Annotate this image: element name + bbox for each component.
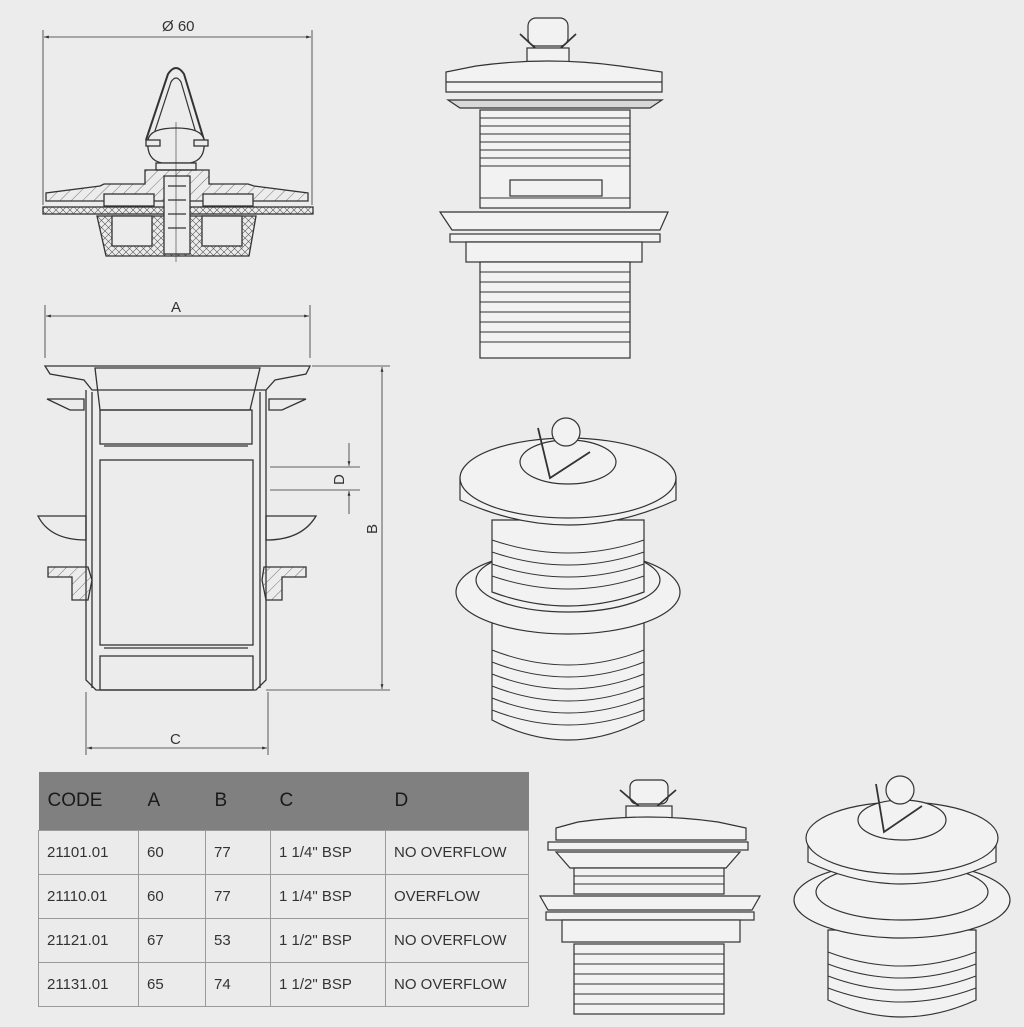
cell-c: 1 1/2" BSP xyxy=(270,918,386,963)
dimension-b-label: B xyxy=(364,524,381,534)
table-row: 21131.01 65 74 1 1/2" BSP NO OVERFLOW xyxy=(38,962,529,1007)
cell-a: 60 xyxy=(138,874,206,919)
cell-a: 67 xyxy=(138,918,206,963)
cell-code: 21121.01 xyxy=(38,918,139,963)
cell-code: 21131.01 xyxy=(38,962,139,1007)
plug-section-drawing xyxy=(42,30,314,262)
cell-d: NO OVERFLOW xyxy=(385,830,529,875)
cell-code: 21110.01 xyxy=(38,874,139,919)
cell-d: NO OVERFLOW xyxy=(385,918,529,963)
dimension-a-label: A xyxy=(171,299,181,316)
isometric-rendering-2 xyxy=(793,775,1011,1018)
cell-d: NO OVERFLOW xyxy=(385,962,529,1007)
body-section-drawing xyxy=(36,305,390,755)
cell-c: 1 1/4" BSP xyxy=(270,830,386,875)
front-view-rendering-1 xyxy=(438,17,669,359)
table-row: 21121.01 67 53 1 1/2" BSP NO OVERFLOW xyxy=(38,918,529,963)
isometric-rendering-1 xyxy=(455,417,681,741)
dimension-c-label: C xyxy=(170,731,181,748)
table-row: 21110.01 60 77 1 1/4" BSP OVERFLOW xyxy=(38,874,529,919)
column-header-d: D xyxy=(385,772,529,831)
table-row: 21101.01 60 77 1 1/4" BSP NO OVERFLOW xyxy=(38,830,529,875)
cell-b: 53 xyxy=(205,918,271,963)
column-header-a: A xyxy=(138,772,206,831)
front-view-rendering-2 xyxy=(538,779,762,1015)
cell-c: 1 1/2" BSP xyxy=(270,962,386,1007)
cell-a: 65 xyxy=(138,962,206,1007)
column-header-b: B xyxy=(205,772,271,831)
spec-table-header: CODE A B C D xyxy=(38,772,529,831)
cell-a: 60 xyxy=(138,830,206,875)
cell-c: 1 1/4" BSP xyxy=(270,874,386,919)
spec-table: CODE A B C D 21101.01 60 77 1 1/4" BSP N… xyxy=(38,772,529,1007)
cell-b: 74 xyxy=(205,962,271,1007)
cell-d: OVERFLOW xyxy=(385,874,529,919)
column-header-code: CODE xyxy=(38,772,139,831)
cell-b: 77 xyxy=(205,830,271,875)
cell-code: 21101.01 xyxy=(38,830,139,875)
diameter-label: Ø 60 xyxy=(162,18,195,35)
column-header-c: C xyxy=(270,772,386,831)
dimension-d-label: D xyxy=(331,474,348,485)
cell-b: 77 xyxy=(205,874,271,919)
